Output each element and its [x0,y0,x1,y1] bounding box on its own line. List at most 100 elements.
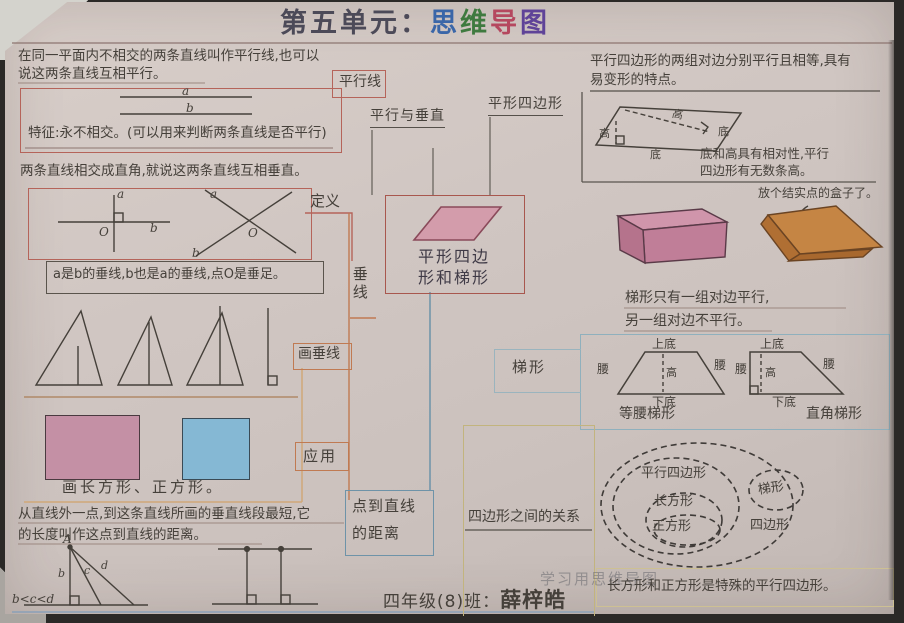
parallel-feature: 特征:永不相交。(可以用来判断两条直线是否平行) [28,125,327,141]
set-square-3 [185,311,244,386]
paper-curled-edge [888,40,904,600]
node-box-application [295,442,349,471]
node-definition: 定义 [310,192,341,210]
parallelogram-with-heights [594,106,743,152]
node-application: 应用 [303,447,338,465]
title-char-wei: 维 [460,8,490,39]
iso-trap-leg-left: 腰 [597,362,610,376]
center-node-line2: 形和梯形 [417,268,490,287]
node-trapezoid: 梯形 [512,358,547,376]
right-trap-top-label: 上底 [760,337,785,351]
center-node-line1: 平形四边 [417,247,490,266]
title-char-dao: 导 [490,8,520,39]
parallel-def-line2: 说这两条直线互相平行。 [18,66,167,82]
trapezoid-def-line2: 另一组对边不平行。 [625,313,751,329]
perp1-label-a: a [117,187,125,201]
center-node-box [385,195,525,294]
label-line-b: b [186,101,194,115]
pink-brick-3d [615,208,730,265]
trapezoid-def-line1: 梯形只有一组对边平行, [625,290,770,306]
pink-rectangle-drawing [45,415,140,480]
distance-label-b: b [58,567,66,580]
right-trap-leg-right: 腰 [823,357,836,371]
node-draw-perp: 画垂线 [298,346,340,362]
venn-parallelogram-label: 平行四边形 [641,466,707,481]
perp2-label-b: b [192,246,200,260]
distance-label-d: d [101,559,109,572]
distance-label-c: c [84,564,91,577]
distance-def-line2: 的长度叫作这点到直线的距离。 [18,527,207,543]
node-relation: 四边形之间的关系 [468,509,580,525]
right-trap-caption: 直角梯形 [806,406,862,422]
perpendicular-note-box [46,261,324,294]
solids-note: 放个结实点的盒子了。 [758,186,879,200]
iso-trap-top-label: 上底 [652,337,677,351]
right-trap-bottom-label: 下底 [772,395,797,409]
title-prefix: 第五单元： [280,8,430,39]
footer-name: 薛梓皓 [500,588,567,612]
node-box-trapezoid [494,349,581,393]
venn-square-ellipse [653,514,721,546]
venn-parallelogram-ellipse [612,457,740,555]
perp2-label-o: O [248,226,258,240]
application-caption: 画长方形、正方形。 [62,478,225,496]
pgram-height-label-2: 高 [599,127,610,140]
footer-signature: 四年级(8)班：薛梓皓 [383,587,566,613]
perp1-label-b: b [150,221,158,235]
distance-label-A: A [63,532,72,546]
iso-trap-caption: 等腰梯形 [619,406,675,422]
right-trap-leg-left: 腰 [735,362,748,376]
pgram-base-label-1: 底 [718,125,729,138]
iso-trap-leg-right: 腰 [714,358,727,372]
node-parallel-line: 平行线 [339,74,381,90]
set-square-1 [34,309,103,386]
node-distance-line1: 点到直线 [352,497,417,515]
node-parallel-perp: 平行与垂直 [370,108,445,128]
pgram-note-line2: 四边形有无数条高。 [700,163,813,178]
pgram-base-label-2: 底 [650,148,661,161]
venn-diagram [600,442,804,568]
set-square-2 [116,315,173,386]
right-trapezoid-drawing [749,351,845,395]
perpendicular-diagram-box [28,188,312,260]
blue-square-drawing [182,418,250,480]
label-line-a: a [182,84,190,98]
isosceles-trapezoid-drawing [616,351,726,395]
mindmap-connectors [305,90,880,531]
distance-compare: b<c<d [12,592,55,606]
perp2-label-a: a [210,187,218,201]
title-char-si: 思 [430,8,460,39]
node-box-distance [345,490,434,556]
faint-ruled-lines [18,82,846,545]
perp1-label-o: O [99,225,109,239]
footer-class: 四年级(8)班： [383,592,501,612]
pgram-def-line1: 平行四边形的两组对边分别平行且相等,具有 [590,53,851,69]
venn-quad-label: 四边形 [750,518,790,533]
pgram-note-line1: 底和高具有相对性,平行 [700,146,829,161]
watermark-text: 学习用思维导图 [540,570,660,588]
iso-trap-bottom-label: 下底 [652,395,677,409]
node-box-draw-perp [293,343,352,370]
pgram-def-line2: 易变形的特点。 [590,72,685,88]
venn-note: 长方形和正方形是特殊的平行四边形。 [607,578,837,594]
distance-def-line1: 从直线外一点,到这条直线所画的垂直线段最短,它 [18,506,311,522]
right-trap-height-label: 高 [765,366,776,379]
perpendicular-note: a是b的垂线,b也是a的垂线,点O是垂足。 [53,267,286,282]
iso-trap-height-label: 高 [666,366,677,379]
title-char-tu: 图 [520,8,550,39]
venn-rectangle-ellipse [645,492,723,548]
perpendicular-def: 两条直线相交成直角,就说这两条直线互相垂直。 [20,163,308,179]
node-perp-line: 垂线 [350,266,369,302]
venn-rectangle-label: 长方形 [654,494,694,509]
venn-quadrilateral-ellipse [600,442,794,568]
parallel-def-line1: 在同一平面内不相交的两条直线叫作平行线,也可以 [18,48,320,64]
orange-wedge-3d [760,205,884,262]
venn-square-label: 正方形 [652,519,692,534]
node-parallelogram: 平形四边形 [488,96,563,116]
page-title: 第五单元：思维导图 [205,7,625,41]
node-box-parallel-line [332,70,386,98]
venn-trapezoid-ellipse [748,469,804,511]
center-parallelogram [412,206,503,241]
